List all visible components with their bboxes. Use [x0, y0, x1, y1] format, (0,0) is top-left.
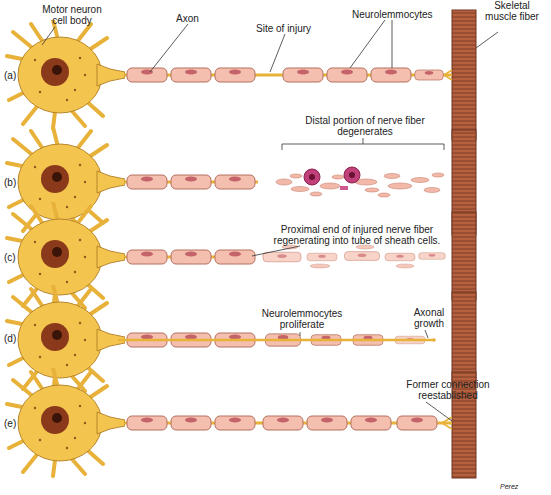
row-a-neuron	[7, 20, 125, 128]
muscle-fiber	[452, 10, 476, 478]
row-b-neuron	[7, 127, 444, 235]
row-b-neuron	[320, 183, 340, 189]
leader-line	[426, 402, 452, 421]
part-name: Skeletal muscle fiber	[482, 0, 542, 22]
row-a-neuron	[283, 68, 323, 82]
callout-note: Former connection reestablished	[398, 379, 498, 401]
row-b-neuron	[290, 174, 302, 178]
row-a-neuron	[371, 68, 411, 82]
row-c-neuron	[7, 202, 445, 310]
row-b-neuron	[340, 186, 348, 190]
leader-line	[282, 144, 444, 150]
panel-letter: (d)	[4, 333, 24, 344]
row-b-neuron	[291, 187, 309, 192]
leader-line	[42, 27, 55, 45]
leader-line	[350, 20, 385, 68]
panel-letter: (e)	[4, 418, 24, 429]
row-e-neuron	[263, 416, 303, 430]
row-b-neuron	[215, 175, 255, 189]
row-a-neuron	[171, 68, 211, 82]
row-e-neuron	[307, 416, 347, 430]
callout-note: Axonal growth	[404, 307, 454, 329]
row-b-neuron	[304, 169, 320, 185]
row-b-neuron	[365, 188, 379, 192]
row-c-neuron	[282, 245, 414, 268]
row-e-neuron	[7, 368, 452, 476]
row-e-neuron	[127, 416, 167, 430]
row-c-neuron	[171, 250, 211, 264]
row-d-neuron	[432, 338, 436, 342]
row-b-neuron	[344, 167, 360, 183]
leader-line	[150, 24, 188, 72]
row-c-neuron	[310, 264, 330, 268]
row-c-neuron	[215, 250, 255, 264]
part-name: Axon	[176, 13, 216, 24]
row-e-neuron	[351, 416, 391, 430]
row-c-neuron	[263, 252, 301, 262]
row-b-neuron	[384, 174, 400, 179]
row-a-neuron	[215, 68, 255, 82]
callout-note: Distal portion of nerve fiber degenerate…	[290, 115, 440, 137]
row-b-neuron	[171, 175, 211, 189]
row-c-neuron	[127, 250, 167, 264]
row-b-neuron	[411, 178, 429, 183]
muscle-fiber	[452, 292, 476, 384]
row-a-neuron	[7, 20, 452, 128]
row-c-neuron	[419, 253, 446, 260]
row-b-neuron	[310, 192, 322, 196]
leader-line	[392, 20, 393, 68]
row-d-neuron	[7, 285, 436, 393]
callout-note: Neurolemmocytes proliferate	[258, 308, 346, 330]
panel-letter: (c)	[4, 252, 24, 263]
row-b-neuron	[424, 188, 440, 193]
row-c-neuron	[345, 252, 380, 261]
row-b-neuron	[432, 173, 444, 177]
row-b-neuron	[349, 172, 355, 178]
row-e-neuron	[397, 416, 437, 430]
leader-line	[476, 32, 498, 48]
row-b-neuron	[378, 193, 390, 197]
leader-line	[270, 34, 285, 72]
row-a-neuron	[127, 68, 167, 82]
row-d-neuron	[118, 339, 434, 342]
row-e-neuron	[171, 416, 211, 430]
part-name: Neurolemmocytes	[352, 9, 442, 20]
leader-line	[363, 138, 364, 144]
part-name: Site of injury	[256, 23, 336, 34]
row-b-neuron	[309, 174, 315, 180]
row-e-neuron	[442, 417, 452, 429]
row-c-neuron	[7, 202, 125, 310]
row-e-neuron	[215, 416, 255, 430]
row-c-neuron	[385, 253, 415, 261]
row-c-neuron	[396, 264, 414, 268]
leader-line	[252, 246, 300, 256]
callout-note: Proximal end of injured nerve fiber rege…	[262, 224, 452, 246]
row-e-neuron	[7, 368, 125, 476]
row-b-neuron	[276, 179, 292, 185]
row-a-neuron	[327, 68, 367, 82]
row-a-neuron	[444, 70, 452, 80]
row-c-neuron	[307, 253, 337, 261]
row-a-neuron	[415, 70, 444, 80]
panel-letter: (a)	[4, 70, 24, 81]
row-b-neuron	[127, 175, 167, 189]
leader-line	[425, 330, 428, 338]
leader-line	[42, 20, 498, 421]
row-d-neuron	[7, 285, 125, 393]
panel-letter: (b)	[4, 177, 24, 188]
muscle-fiber	[452, 10, 476, 140]
signature: Perez	[500, 481, 540, 492]
part-name: Motor neuron cell body	[36, 4, 108, 26]
muscle-fiber	[452, 212, 476, 300]
row-b-neuron	[332, 175, 344, 179]
leader-line	[300, 332, 301, 336]
row-b-neuron	[388, 183, 412, 189]
